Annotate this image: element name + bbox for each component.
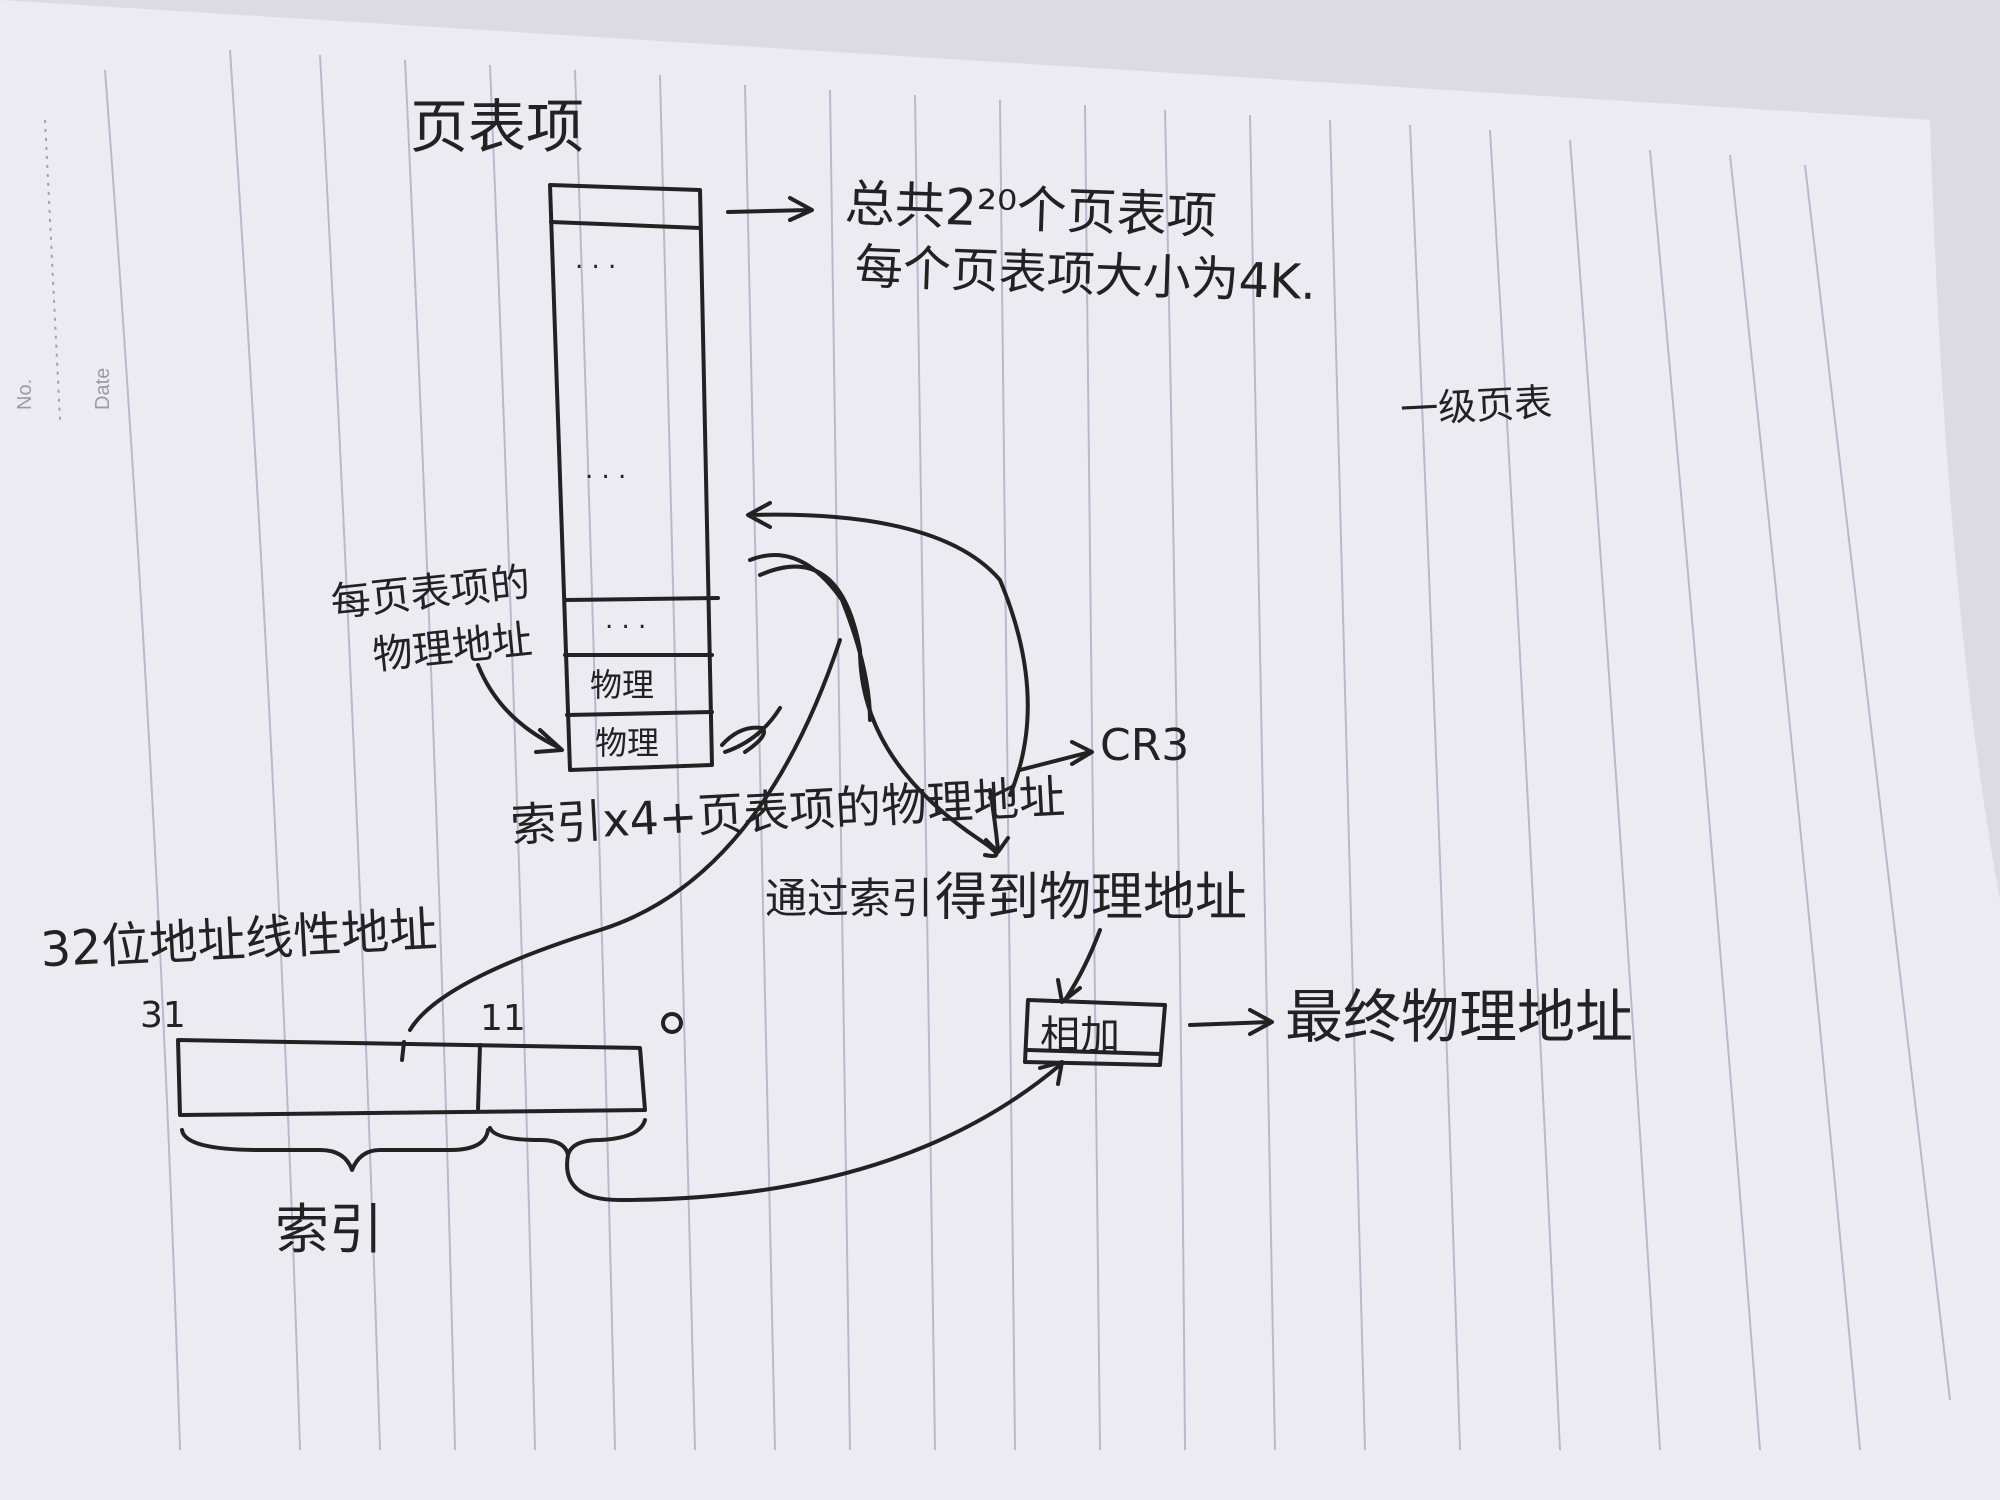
table-row-line-1 [563, 596, 720, 602]
note-arrow [726, 196, 814, 222]
cr3-label: CR3 [1100, 720, 1190, 771]
bit-31-label: 31 [140, 995, 186, 1036]
final-physical-address-label: 最终物理地址 [1285, 983, 1634, 1051]
via-index-label: 通过索引 [765, 874, 934, 923]
adder-label: 相加 [1040, 1013, 1120, 1059]
bit-divider-20 [476, 1043, 482, 1112]
page-table-box [548, 183, 714, 772]
table-ellipsis-top: . . . [575, 245, 617, 275]
index-to-table-curve [408, 638, 842, 1032]
table-ellipsis-mid: . . . [585, 455, 627, 485]
adder-box [1023, 998, 1167, 1067]
offset-brace [488, 1118, 647, 1157]
table-row-line-3 [565, 710, 714, 717]
table-ellipsis-low: . . . [605, 605, 647, 635]
table-top-row-line [549, 220, 702, 230]
cr3-arrow [1018, 740, 1094, 772]
bit-11-label: 11 [480, 998, 526, 1039]
linear-address-box [176, 1038, 647, 1117]
diagram-heading: 一级页表 [1399, 380, 1554, 432]
diagram-title: 页表项 [410, 93, 585, 161]
index-field-label: 索引 [275, 1198, 383, 1261]
table-cell-phys-2: 物理 [595, 724, 660, 762]
index-brace [180, 1128, 490, 1172]
phys-to-adder-arrow [1056, 928, 1102, 1004]
adder-to-final-arrow [1188, 1008, 1274, 1036]
get-phys-label: 得到物理地址 [935, 868, 1248, 928]
base-label-arrow [476, 663, 564, 754]
cr3-loop-curve [746, 501, 1030, 797]
table-cell-phys-1: 物理 [590, 666, 655, 704]
